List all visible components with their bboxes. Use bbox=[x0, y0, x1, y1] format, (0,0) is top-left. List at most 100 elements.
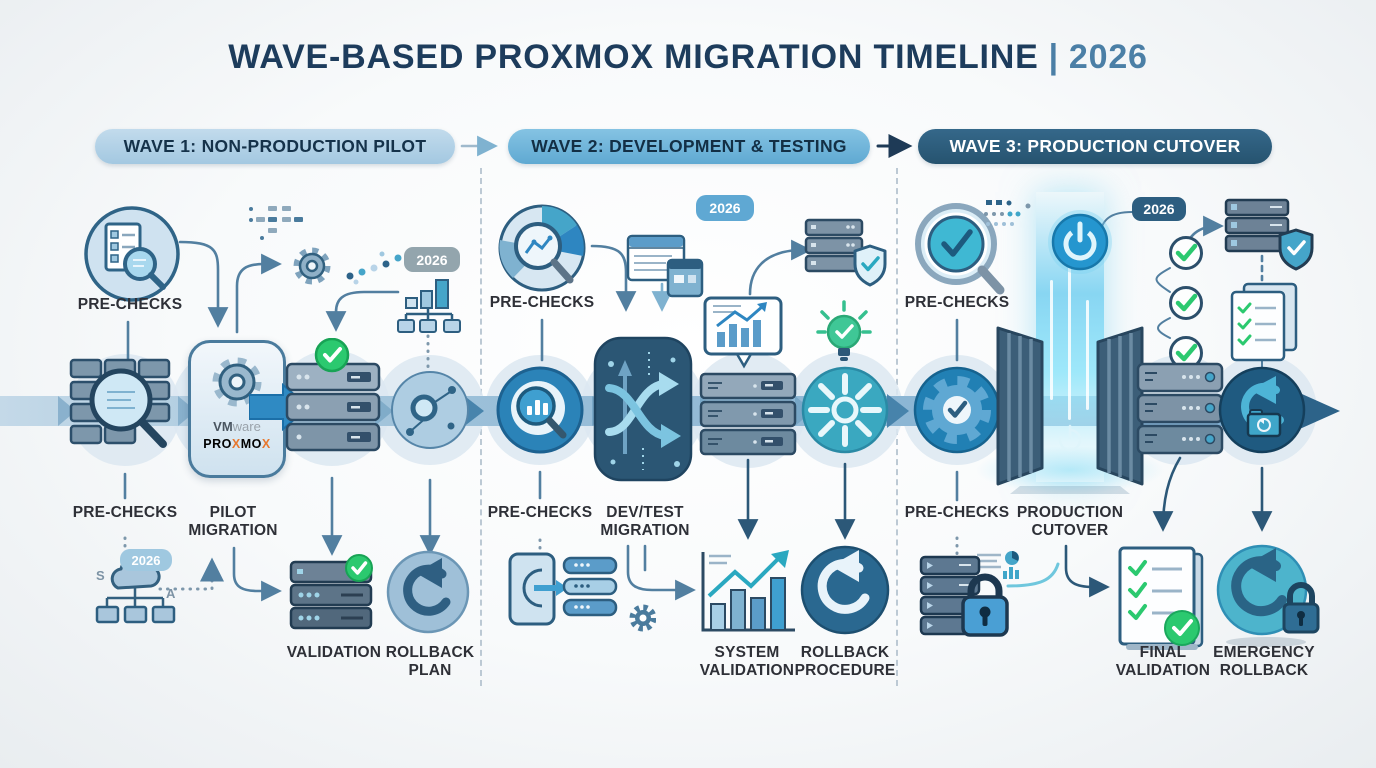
proxmox-x2: X bbox=[261, 437, 271, 451]
w1-main-prechecks-label: PRE-CHECKS bbox=[72, 504, 178, 521]
migration-checklist-icon bbox=[508, 552, 656, 632]
validation-server-icon bbox=[289, 554, 373, 630]
year-badge-w3: 2026 bbox=[1132, 197, 1186, 221]
beam-streak bbox=[1050, 280, 1053, 400]
year-bubble-w2-text: 2026 bbox=[709, 200, 741, 216]
page-title: WAVE-BASED PROXMOX MIGRATION TIMELINE|20… bbox=[0, 38, 1376, 77]
check-circle-icon bbox=[1169, 236, 1203, 270]
gear-icon bbox=[293, 247, 331, 285]
power-button-icon bbox=[1048, 210, 1112, 274]
w1-rollback-plan-label: ROLLBACK PLAN bbox=[378, 644, 482, 681]
w2-top-prechecks-label: PRE-CHECKS bbox=[489, 294, 595, 311]
w2-validation-line2: VALIDATION bbox=[699, 662, 795, 680]
data-dots-pattern bbox=[346, 251, 402, 285]
wave3-header-label: WAVE 3: PRODUCTION CUTOVER bbox=[949, 136, 1241, 156]
server-shield-icon bbox=[804, 218, 887, 287]
w3-top-prechecks-label: PRE-CHECKS bbox=[904, 294, 1010, 311]
vmware-light: ware bbox=[232, 419, 261, 434]
w3-validation-line2: VALIDATION bbox=[1115, 662, 1211, 680]
server-stack-icon bbox=[1136, 362, 1224, 455]
w3-final-validation-label: FINAL VALIDATION bbox=[1104, 644, 1222, 681]
wave3-header-pill: WAVE 3: PRODUCTION CUTOVER bbox=[918, 129, 1272, 164]
year-badge-w3-text: 2026 bbox=[1143, 201, 1175, 217]
magnifier-check-icon bbox=[915, 203, 1005, 295]
check-circle-icon bbox=[1169, 286, 1203, 320]
year-bubble-w2: 2026 bbox=[696, 195, 754, 221]
cutover-gates-icon bbox=[996, 326, 1144, 494]
w3-rollback-line1: EMERGENCY bbox=[1213, 644, 1315, 661]
year-badge-w1: 2026 bbox=[404, 247, 460, 272]
w1-validation-label: VALIDATION bbox=[286, 644, 382, 661]
proxmox-p1: PRO bbox=[203, 437, 232, 451]
wave1-header-label: WAVE 1: NON-PRODUCTION PILOT bbox=[123, 136, 427, 156]
w2-rollback-line1: ROLLBACK bbox=[800, 644, 890, 661]
w3-validation-line1: FINAL bbox=[1139, 644, 1187, 661]
system-validation-chart-icon bbox=[701, 550, 795, 632]
w2-rollback-procedure-label: ROLLBACK PROCEDURE bbox=[784, 644, 906, 681]
server-grid-magnifier-icon bbox=[69, 358, 171, 448]
network-node-icon bbox=[391, 371, 469, 449]
w2-system-validation-label: SYSTEM VALIDATION bbox=[688, 644, 806, 681]
w2-migration-line1: DEV/TEST bbox=[606, 504, 684, 521]
w2-migration-line2: MIGRATION bbox=[600, 522, 690, 540]
proxmox-p2: MO bbox=[240, 437, 262, 451]
w1-pilot-migration-label: PILOT MIGRATION bbox=[173, 504, 293, 541]
w3-cutover-line2: CUTOVER bbox=[1031, 522, 1109, 540]
data-dots-pattern bbox=[249, 206, 303, 240]
final-validation-doc-icon bbox=[1118, 546, 1204, 650]
gear-check-icon bbox=[913, 366, 1001, 454]
beam-streak bbox=[1068, 250, 1071, 420]
w2-rollback-line2: PROCEDURE bbox=[794, 662, 896, 680]
year-bubble-w1-text: 2026 bbox=[131, 552, 161, 568]
gear-icon bbox=[212, 357, 262, 407]
year-badge-w1-text: 2026 bbox=[416, 251, 448, 268]
data-dots-pattern bbox=[984, 200, 1031, 226]
magnifier-bars-icon bbox=[496, 366, 584, 454]
checklist-docs-icon bbox=[1230, 282, 1298, 362]
w1-pilot-line1: PILOT bbox=[209, 504, 257, 521]
w1-rollback-line2: PLAN bbox=[408, 662, 452, 680]
w1-rollback-line1: ROLLBACK bbox=[385, 644, 475, 661]
beam-streak bbox=[1086, 300, 1089, 410]
w3-emergency-rollback-label: EMERGENCY ROLLBACK bbox=[1202, 644, 1326, 681]
crossing-arrows-flow-icon bbox=[593, 336, 693, 482]
proxmox-label: PROXMOX bbox=[191, 437, 283, 451]
w2-main-prechecks-label: PRE-CHECKS bbox=[487, 504, 593, 521]
pie-chart-magnifier-icon bbox=[498, 204, 586, 292]
letter-s: S bbox=[96, 568, 105, 583]
w1-pilot-line2: MIGRATION bbox=[188, 522, 278, 540]
emergency-rollback-icon bbox=[1216, 544, 1320, 647]
rollback-plan-icon bbox=[386, 550, 470, 634]
checklist-magnifier-icon bbox=[84, 206, 180, 302]
w1-top-prechecks-label: PRE-CHECKS bbox=[77, 296, 183, 313]
lightbulb-check-icon bbox=[816, 300, 872, 361]
title-separator: | bbox=[1048, 38, 1059, 76]
proxmox-x1: X bbox=[231, 437, 241, 451]
growth-orgchart-icon bbox=[397, 279, 461, 333]
monitor-server-stack-icon bbox=[699, 296, 797, 456]
w3-production-cutover-label: PRODUCTION CUTOVER bbox=[1008, 504, 1132, 541]
server-shield-icon bbox=[1224, 198, 1314, 271]
wave1-header-pill: WAVE 1: NON-PRODUCTION PILOT bbox=[95, 129, 455, 164]
wave2-header-label: WAVE 2: DEVELOPMENT & TESTING bbox=[531, 136, 847, 156]
locked-server-icon bbox=[919, 551, 1019, 637]
letter-a: A bbox=[166, 586, 176, 601]
vmware-bold: VM bbox=[213, 419, 233, 434]
vmware-label: VMware bbox=[191, 419, 283, 434]
wave2-header-pill: WAVE 2: DEVELOPMENT & TESTING bbox=[508, 129, 870, 164]
w3-main-prechecks-label: PRE-CHECKS bbox=[904, 504, 1010, 521]
w2-devtest-migration-label: DEV/TEST MIGRATION bbox=[583, 504, 707, 541]
rollback-procedure-icon bbox=[800, 545, 890, 635]
year-bubble-w1: 2026 bbox=[120, 549, 172, 571]
title-year: 2026 bbox=[1068, 38, 1148, 76]
title-text: WAVE-BASED PROXMOX MIGRATION TIMELINE bbox=[228, 38, 1039, 76]
server-stack-check-icon bbox=[285, 338, 381, 452]
starburst-icon bbox=[801, 366, 889, 454]
w3-rollback-line2: ROLLBACK bbox=[1219, 662, 1309, 680]
pilot-migration-box: VMware PROXMOX bbox=[188, 340, 311, 478]
rollback-folder-icon bbox=[1218, 366, 1306, 454]
w2-validation-line1: SYSTEM bbox=[714, 644, 780, 661]
w3-cutover-line1: PRODUCTION bbox=[1016, 504, 1124, 521]
